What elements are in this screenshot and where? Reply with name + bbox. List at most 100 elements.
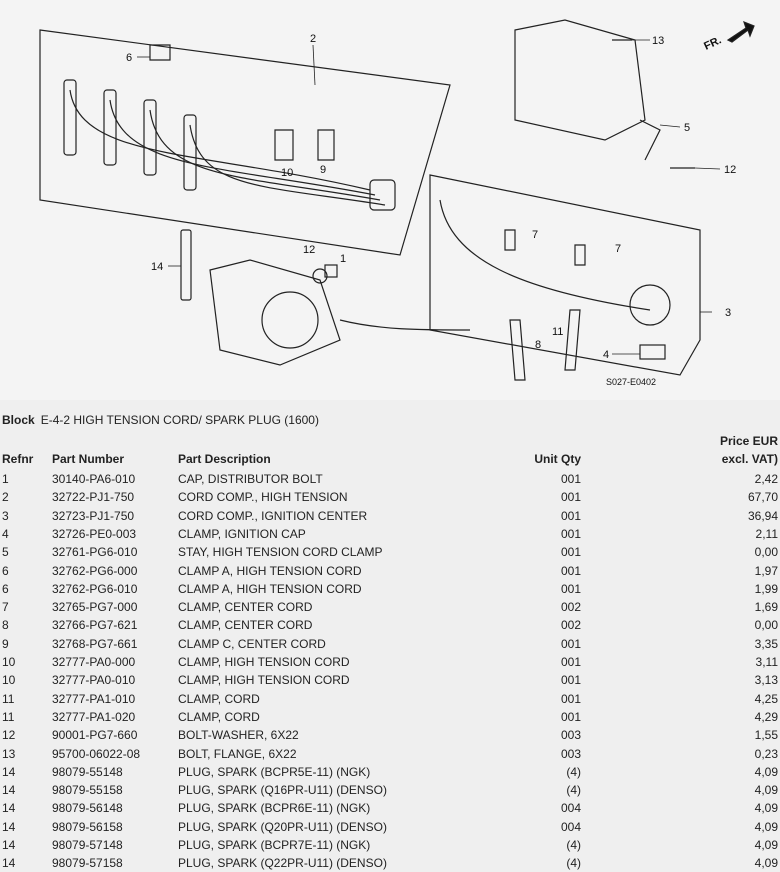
description-cell: CLAMP, CORD xyxy=(178,691,260,706)
description-cell: CORD COMP., IGNITION CENTER xyxy=(178,508,368,523)
refnr-cell: 10 xyxy=(2,655,16,669)
qty-cell: (4) xyxy=(566,856,581,871)
front-label: FR. xyxy=(702,34,723,52)
qty-cell: 001 xyxy=(560,581,581,596)
qty-cell: 001 xyxy=(560,563,581,578)
qty-cell: 001 xyxy=(560,691,581,706)
callout-3: 3 xyxy=(725,307,731,319)
description-cell: PLUG, SPARK (BCPR6E-11) (NGK) xyxy=(178,801,371,816)
clamps-7-8-9 xyxy=(504,229,586,381)
description-cell: CLAMP, HIGH TENSION CORD xyxy=(178,655,350,669)
price-cell: 4,09 xyxy=(754,801,778,816)
callout-7b: 7 xyxy=(615,243,621,255)
description-cell: CLAMP C, CENTER CORD xyxy=(178,636,326,651)
callout-11: 10 xyxy=(281,167,293,179)
clamps-10-11 xyxy=(274,129,335,161)
part-number-cell: 95700-06022-08 xyxy=(52,746,141,761)
part-number-cell: 30140-PA6-010 xyxy=(52,472,136,486)
qty-cell: (4) xyxy=(566,764,581,779)
refnr-cell: 14 xyxy=(2,801,16,816)
refnr-cell: 14 xyxy=(2,856,16,871)
price-cell: 3,35 xyxy=(754,636,778,651)
price-cell: 4,09 xyxy=(754,764,778,779)
callout-5: 5 xyxy=(684,122,690,134)
price-cell: 3,13 xyxy=(754,673,778,688)
part-number-cell: 32766-PG7-621 xyxy=(52,618,138,633)
description-cell: BOLT-WASHER, 6X22 xyxy=(178,728,299,743)
refnr-cell: 3 xyxy=(2,508,9,523)
center-cord xyxy=(439,199,651,311)
refnr-cell: 14 xyxy=(2,783,16,798)
block-name: E-4-2 HIGH TENSION CORD/ SPARK PLUG (160… xyxy=(40,413,319,427)
refnr-cell: 11 xyxy=(2,691,15,706)
distributor xyxy=(209,259,341,366)
description-cell: CLAMP, CENTER CORD xyxy=(178,600,313,615)
callout-9: 11 xyxy=(552,326,563,338)
price-cell: 0,23 xyxy=(754,746,778,761)
refnr-cell: 7 xyxy=(2,600,9,615)
refnr-cell: 9 xyxy=(2,636,9,651)
qty-cell: 001 xyxy=(560,673,581,688)
diagram-code: S027-E0402 xyxy=(606,377,656,387)
price-cell: 1,97 xyxy=(754,563,778,578)
part-number-cell: 32722-PJ1-750 xyxy=(52,490,135,505)
part-number-cell: 98079-57148 xyxy=(52,838,123,852)
callout-8: 8 xyxy=(535,339,541,351)
part-number-cell: 32761-PG6-010 xyxy=(52,545,138,560)
description-cell: PLUG, SPARK (BCPR5E-11) (NGK) xyxy=(178,764,371,779)
price-cell: 2,42 xyxy=(754,472,778,486)
part-number-cell: 32765-PG7-000 xyxy=(52,600,138,615)
description-cell: CLAMP A, HIGH TENSION CORD xyxy=(178,563,362,578)
description-cell: STAY, HIGH TENSION CORD CLAMP xyxy=(178,545,383,560)
price-cell: 1,55 xyxy=(754,728,778,743)
price-cell: 67,70 xyxy=(747,490,778,505)
part-number-cell: 98079-57158 xyxy=(52,856,123,871)
qty-cell: 004 xyxy=(560,801,581,816)
part-number-cell: 32726-PE0-003 xyxy=(52,526,137,541)
coil-connector xyxy=(629,284,671,326)
price-cell: 4,09 xyxy=(754,819,778,834)
refnr-cell: 6 xyxy=(2,563,9,578)
qty-cell: 001 xyxy=(560,709,581,724)
price-cell: 0,00 xyxy=(754,618,778,633)
description-cell: CAP, DISTRIBUTOR BOLT xyxy=(178,472,323,486)
description-cell: PLUG, SPARK (Q22PR-U11) (DENSO) xyxy=(178,856,387,871)
description-cell: CLAMP A, HIGH TENSION CORD xyxy=(178,581,362,596)
parts-diagram: 2 6 13 5 12 10 9 7 7 14 12 3 11 8 4 1 S0… xyxy=(0,0,780,400)
callout-2: 2 xyxy=(310,33,316,45)
qty-cell: 001 xyxy=(560,490,581,505)
refnr-cell: 4 xyxy=(2,526,9,541)
part-number-cell: 32723-PJ1-750 xyxy=(52,508,135,523)
refnr-cell: 10 xyxy=(2,673,16,688)
part-number-cell: 98079-55158 xyxy=(52,783,123,798)
exploded-view-drawing: 2 6 13 5 12 10 9 7 7 14 12 3 11 8 4 1 S0… xyxy=(39,19,755,387)
header-unit-qty: Unit Qty xyxy=(534,452,581,466)
qty-cell: (4) xyxy=(566,783,581,798)
qty-cell: 001 xyxy=(560,508,581,523)
part-number-cell: 32777-PA1-020 xyxy=(52,709,136,724)
spark-plug xyxy=(180,229,192,301)
refnr-cell: 1 xyxy=(2,472,9,486)
header-price-line1: Price EUR xyxy=(719,434,778,448)
qty-cell: 004 xyxy=(560,819,581,834)
qty-cell: 001 xyxy=(560,526,581,541)
qty-cell: 003 xyxy=(560,746,581,761)
qty-cell: (4) xyxy=(566,838,581,852)
description-cell: CLAMP, CENTER CORD xyxy=(178,618,313,633)
refnr-cell: 6 xyxy=(2,581,9,596)
table-row: 14 98079-57158 PLUG, SPARK (Q22PR-U11) (DE… xyxy=(0,854,780,872)
refnr-cell: 5 xyxy=(2,545,9,560)
